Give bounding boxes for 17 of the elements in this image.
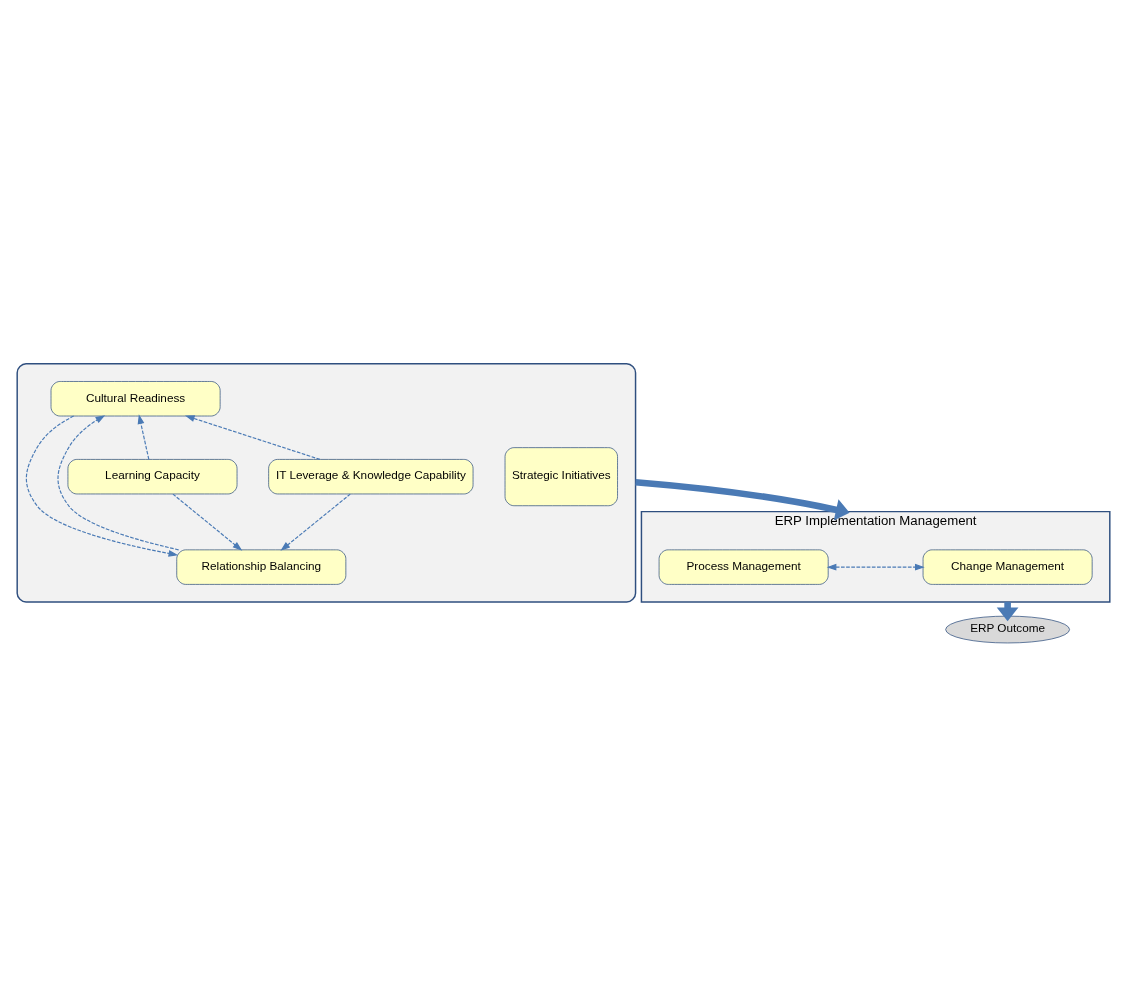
node-box: Change Management bbox=[922, 549, 1093, 585]
arrow bbox=[172, 493, 243, 551]
arrow bbox=[635, 478, 850, 520]
node-box: Process Management bbox=[658, 549, 829, 585]
arrow bbox=[826, 563, 925, 571]
node-box: Learning Capacity bbox=[67, 458, 238, 494]
arrow bbox=[57, 414, 180, 550]
node-box: IT Leverage & Knowledge Capability bbox=[268, 458, 474, 494]
cluster bbox=[16, 362, 637, 603]
arrow bbox=[137, 413, 150, 460]
arrow bbox=[25, 414, 179, 557]
arrow bbox=[280, 493, 351, 551]
node-ellipse: ERP Outcome bbox=[945, 615, 1070, 643]
node-box: Cultural Readiness bbox=[50, 380, 221, 416]
node-box: Relationship Balancing bbox=[176, 549, 347, 585]
arrow bbox=[184, 414, 321, 460]
node-box: Strategic Initiatives bbox=[504, 446, 618, 506]
